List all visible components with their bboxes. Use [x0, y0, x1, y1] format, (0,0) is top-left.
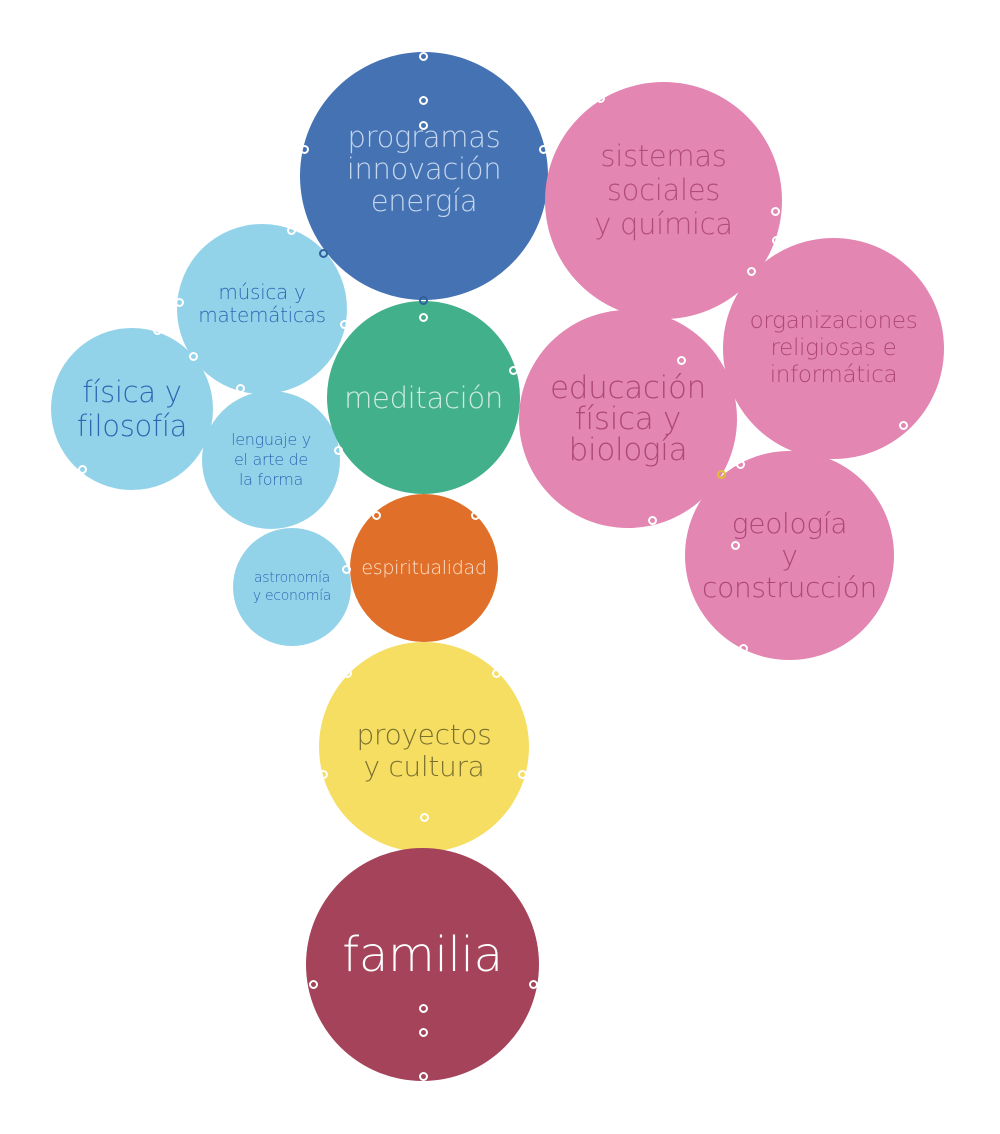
ring-dot-icon [372, 511, 381, 520]
ring-dot-icon [731, 541, 740, 550]
ring-dot-icon [175, 298, 184, 307]
ring-dot-icon [596, 94, 605, 103]
ring-dot-icon [419, 96, 428, 105]
ring-dot-icon [78, 465, 87, 474]
ring-dot-icon [300, 145, 309, 154]
ring-dot-icon [772, 236, 781, 245]
circle-meditacion: meditación [327, 301, 520, 494]
circle-label-educacion: educación física y biología [549, 369, 706, 468]
ring-dot-icon [419, 1028, 428, 1037]
ring-dot-icon [539, 145, 548, 154]
ring-dot-icon [236, 384, 245, 393]
ring-dot-icon [419, 121, 428, 130]
ring-dot-icon [153, 326, 162, 335]
circle-label-geologia: geología y construcción [702, 506, 877, 604]
circle-educacion: educación física y biología [519, 310, 737, 528]
ring-dot-icon [899, 421, 908, 430]
circle-organizaciones: organizaciones religiosas e informática [723, 238, 944, 459]
ring-dot-icon [471, 511, 480, 520]
circle-fisica: física y filosofía [51, 328, 213, 490]
ring-dot-icon [509, 366, 518, 375]
ring-dot-icon [287, 226, 296, 235]
circle-label-meditacion: meditación [344, 380, 503, 415]
ring-dot-icon [340, 320, 349, 329]
ring-dot-icon [419, 1004, 428, 1013]
circle-label-proyectos: proyectos y cultura [356, 718, 492, 783]
ring-dot-icon [648, 516, 657, 525]
ring-dot-icon [189, 352, 198, 361]
circle-label-organizaciones: organizaciones religiosas e informática [749, 308, 918, 388]
ring-dot-icon [343, 669, 352, 678]
ring-dot-icon [419, 296, 428, 305]
circle-familia: familia [306, 848, 539, 1081]
ring-dot-icon [717, 470, 726, 479]
ring-dot-icon [771, 207, 780, 216]
circle-programas: programas innovación energía [300, 52, 548, 300]
circle-lenguaje: lenguaje y el arte de la forma [202, 391, 340, 529]
circle-astronomia: astronomía y economía [233, 528, 351, 646]
circle-label-astronomia: astronomía y economía [252, 570, 332, 604]
ring-dot-icon [420, 813, 429, 822]
ring-dot-icon [309, 980, 318, 989]
ring-dot-icon [319, 249, 328, 258]
ring-dot-icon [529, 980, 538, 989]
ring-dot-icon [371, 626, 380, 635]
ring-dot-icon [319, 770, 328, 779]
ring-dot-icon [492, 669, 501, 678]
circle-label-programas: programas innovación energía [346, 120, 502, 218]
ring-dot-icon [419, 1072, 428, 1081]
circle-label-fisica: física y filosofía [76, 375, 188, 443]
circle-label-sistemas: sistemas sociales y química [594, 138, 733, 241]
circle-label-espiritualidad: espiritualidad [361, 557, 487, 579]
circle-label-lenguaje: lenguaje y el arte de la forma [231, 430, 311, 489]
circle-label-musica: música y matemáticas [198, 280, 326, 327]
ring-dot-icon [419, 52, 428, 61]
circle-geologia: geología y construcción [685, 451, 894, 660]
ring-dot-icon [518, 770, 527, 779]
ring-dot-icon [677, 356, 686, 365]
circle-label-familia: familia [342, 926, 503, 983]
circle-sistemas: sistemas sociales y química [545, 82, 782, 319]
circle-musica: música y matemáticas [177, 224, 347, 394]
ring-dot-icon [334, 446, 343, 455]
ring-dot-icon [419, 313, 428, 322]
ring-dot-icon [736, 460, 745, 469]
ring-dot-icon [342, 565, 351, 574]
ring-dot-icon [747, 267, 756, 276]
ring-dot-icon [739, 644, 748, 653]
